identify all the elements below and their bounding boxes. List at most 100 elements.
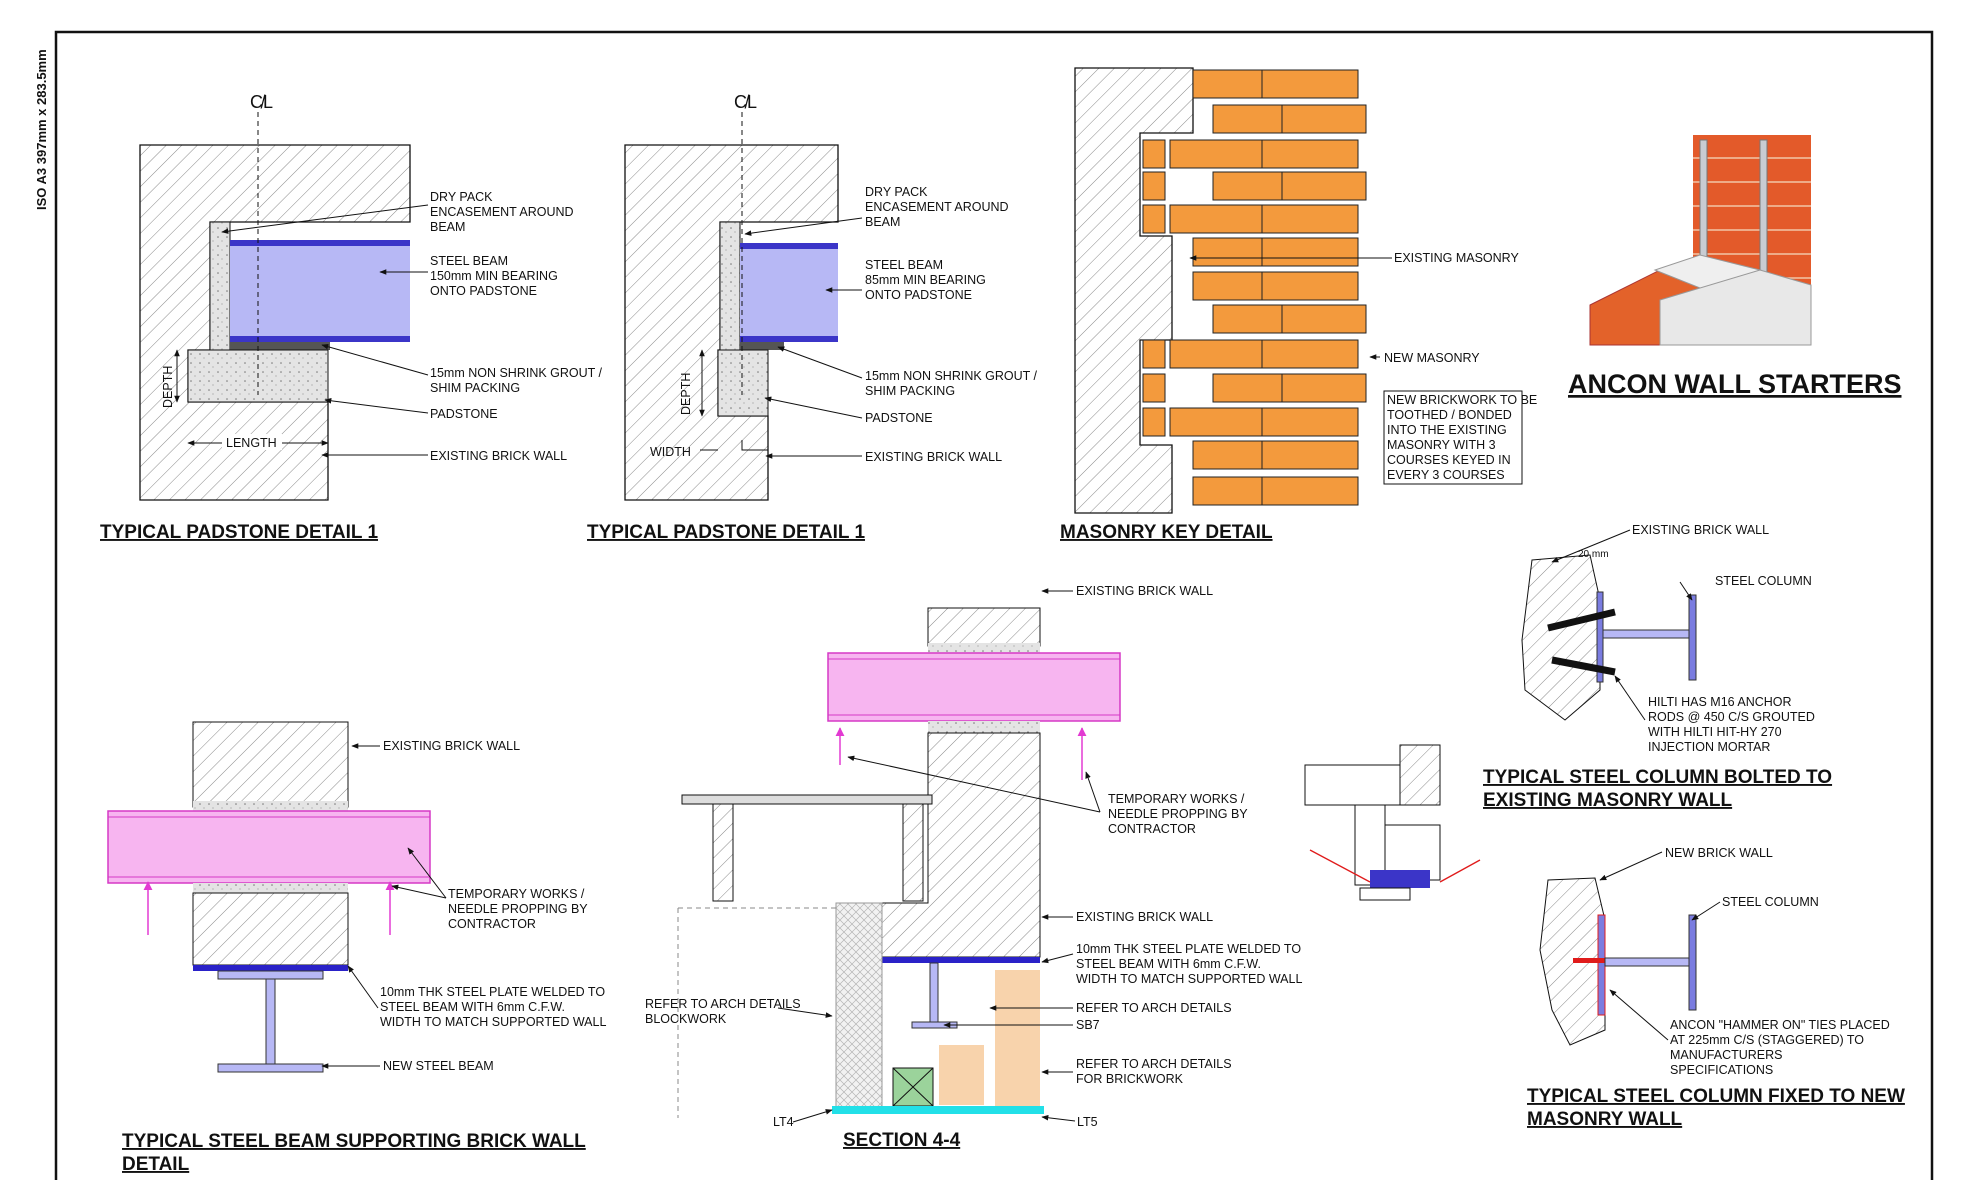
wall-label: NEW BRICK WALL	[1665, 846, 1773, 860]
ancon-wall-starters: ANCON WALL STARTERS	[1568, 135, 1902, 399]
brick	[1142, 204, 1166, 234]
centerline-mark: C̸L	[734, 92, 757, 112]
anchor-rod-lower	[1551, 656, 1616, 676]
beam-bottom-flange	[230, 336, 410, 342]
wall-label: EXISTING BRICK WALL	[865, 450, 1002, 464]
brickwork-inner	[939, 1045, 984, 1105]
brick-line-2: FOR BRICKWORK	[1076, 1072, 1184, 1086]
brick	[1142, 339, 1166, 369]
padstone-label: PADSTONE	[430, 407, 498, 421]
plate-line-2: STEEL BEAM WITH 6mm C.F.W.	[1076, 957, 1261, 971]
note-line-2: TOOTHED / BONDED	[1387, 408, 1512, 422]
dry-pack	[209, 221, 231, 351]
needle-beam	[107, 810, 431, 884]
wall-above	[192, 721, 349, 808]
plate-line-3: WIDTH TO MATCH SUPPORTED WALL	[380, 1015, 606, 1029]
brick	[1142, 139, 1166, 169]
sb7-label: SB7	[1076, 1018, 1100, 1032]
depth-label: DEPTH	[679, 373, 693, 415]
block-line-1: REFER TO ARCH DETAILS	[645, 997, 801, 1011]
existing-masonry-label: EXISTING MASONRY	[1394, 251, 1519, 265]
length-label: LENGTH	[226, 436, 277, 450]
beam-web	[265, 978, 276, 1065]
section-4-4-title: SECTION 4-4	[843, 1130, 961, 1151]
sheet-border	[54, 30, 1934, 1180]
new-wall-hatch	[1539, 877, 1606, 1046]
padstone-detail-2-title: TYPICAL PADSTONE DETAIL 1	[587, 522, 865, 543]
depth-label: DEPTH	[161, 366, 175, 408]
grout-label-2: SHIM PACKING	[865, 384, 955, 398]
drypack-label-2: ENCASEMENT AROUND	[430, 205, 574, 219]
wall-top	[927, 607, 1041, 647]
tie	[1573, 958, 1605, 963]
column-new-wall-detail: NEW BRICK WALL STEEL COLUMN ANCON "HAMME…	[1527, 846, 1905, 1130]
drypack-label-3: BEAM	[865, 215, 900, 229]
brick	[1169, 139, 1267, 169]
grout-label-1: 15mm NON SHRINK GROUT /	[430, 366, 603, 380]
brick	[1261, 69, 1359, 99]
brick	[1281, 304, 1367, 334]
wall-label: EXISTING BRICK WALL	[383, 739, 520, 753]
ancon-channel	[1597, 914, 1606, 1016]
wall-mid-label: EXISTING BRICK WALL	[1076, 910, 1213, 924]
floor-joist	[681, 794, 933, 805]
padstone-detail-1: C̸L DRY PACK ENCASEMENT AROUND BEAM STEE…	[100, 92, 603, 543]
drypack-label-2: ENCASEMENT AROUND	[865, 200, 1009, 214]
beam-label-3: ONTO PADSTONE	[865, 288, 972, 302]
note-line-4: SPECIFICATIONS	[1670, 1063, 1773, 1077]
brick	[1261, 476, 1359, 506]
brick	[1169, 407, 1267, 437]
wall-label: EXISTING BRICK WALL	[1632, 523, 1769, 537]
brick	[1142, 373, 1166, 403]
note-line-4: INJECTION MORTAR	[1648, 740, 1770, 754]
steel-plate	[882, 957, 1040, 963]
column-bolted-title-1: TYPICAL STEEL COLUMN BOLTED TO	[1483, 767, 1832, 788]
ancon-title: ANCON WALL STARTERS	[1568, 369, 1902, 399]
blue-flange	[1370, 870, 1430, 888]
dry-pack	[719, 221, 741, 351]
plate-line-2: STEEL BEAM WITH 6mm C.F.W.	[380, 1000, 565, 1014]
brick	[1261, 339, 1359, 369]
brick	[1261, 440, 1359, 470]
lintel-cyan	[832, 1106, 1044, 1114]
brick	[1261, 237, 1359, 267]
grout-shim	[230, 342, 330, 350]
note-line-1: ANCON "HAMMER ON" TIES PLACED	[1670, 1018, 1890, 1032]
brick	[1169, 339, 1267, 369]
column-flange	[1688, 594, 1697, 681]
brick	[1261, 407, 1359, 437]
steel-plate	[193, 965, 348, 971]
brick	[1261, 204, 1359, 234]
column-flange	[1688, 914, 1697, 1011]
padstone-label: PADSTONE	[865, 411, 933, 425]
width-label: WIDTH	[650, 445, 691, 459]
grout-label-1: 15mm NON SHRINK GROUT /	[865, 369, 1038, 383]
dim-label: 20 mm	[1578, 549, 1609, 560]
note-line-5: COURSES KEYED IN	[1387, 453, 1511, 467]
brick	[1261, 139, 1359, 169]
beam-top-flange	[740, 243, 838, 249]
padstone-detail-2: C̸L DRY PACK ENCASEMENT AROUND BEAM STEE…	[587, 92, 1038, 543]
grout-label-2: SHIM PACKING	[430, 381, 520, 395]
temp-line-2: NEEDLE PROPPING BY	[448, 902, 588, 916]
steel-beam	[230, 240, 410, 342]
arch-label: REFER TO ARCH DETAILS	[1076, 1001, 1232, 1015]
column-label: STEEL COLUMN	[1722, 895, 1819, 909]
note-line-3: WITH HILTI HIT-HY 270	[1648, 725, 1782, 739]
block-return	[1659, 269, 1812, 346]
temp-line-1: TEMPORARY WORKS /	[1108, 792, 1245, 806]
beam-top-flange	[230, 240, 410, 246]
existing-masonry-hatch	[1074, 67, 1194, 514]
plate-line-1: 10mm THK STEEL PLATE WELDED TO	[1076, 942, 1301, 956]
anchor-rod-upper	[1547, 608, 1616, 632]
beam-support-title-1: TYPICAL STEEL BEAM SUPPORTING BRICK WALL	[122, 1131, 586, 1152]
note-line-2: AT 225mm C/S (STAGGERED) TO	[1670, 1033, 1864, 1047]
brick	[1281, 104, 1367, 134]
beam-label-3: ONTO PADSTONE	[430, 284, 537, 298]
brick-courses	[1142, 69, 1367, 506]
centerline-mark: C̸L	[250, 92, 273, 112]
masonry-key-title: MASONRY KEY DETAIL	[1060, 522, 1273, 543]
beam-support-title-2: DETAIL	[122, 1154, 190, 1175]
lt5-label: LT5	[1077, 1115, 1098, 1129]
brickwork-outer	[995, 970, 1040, 1110]
